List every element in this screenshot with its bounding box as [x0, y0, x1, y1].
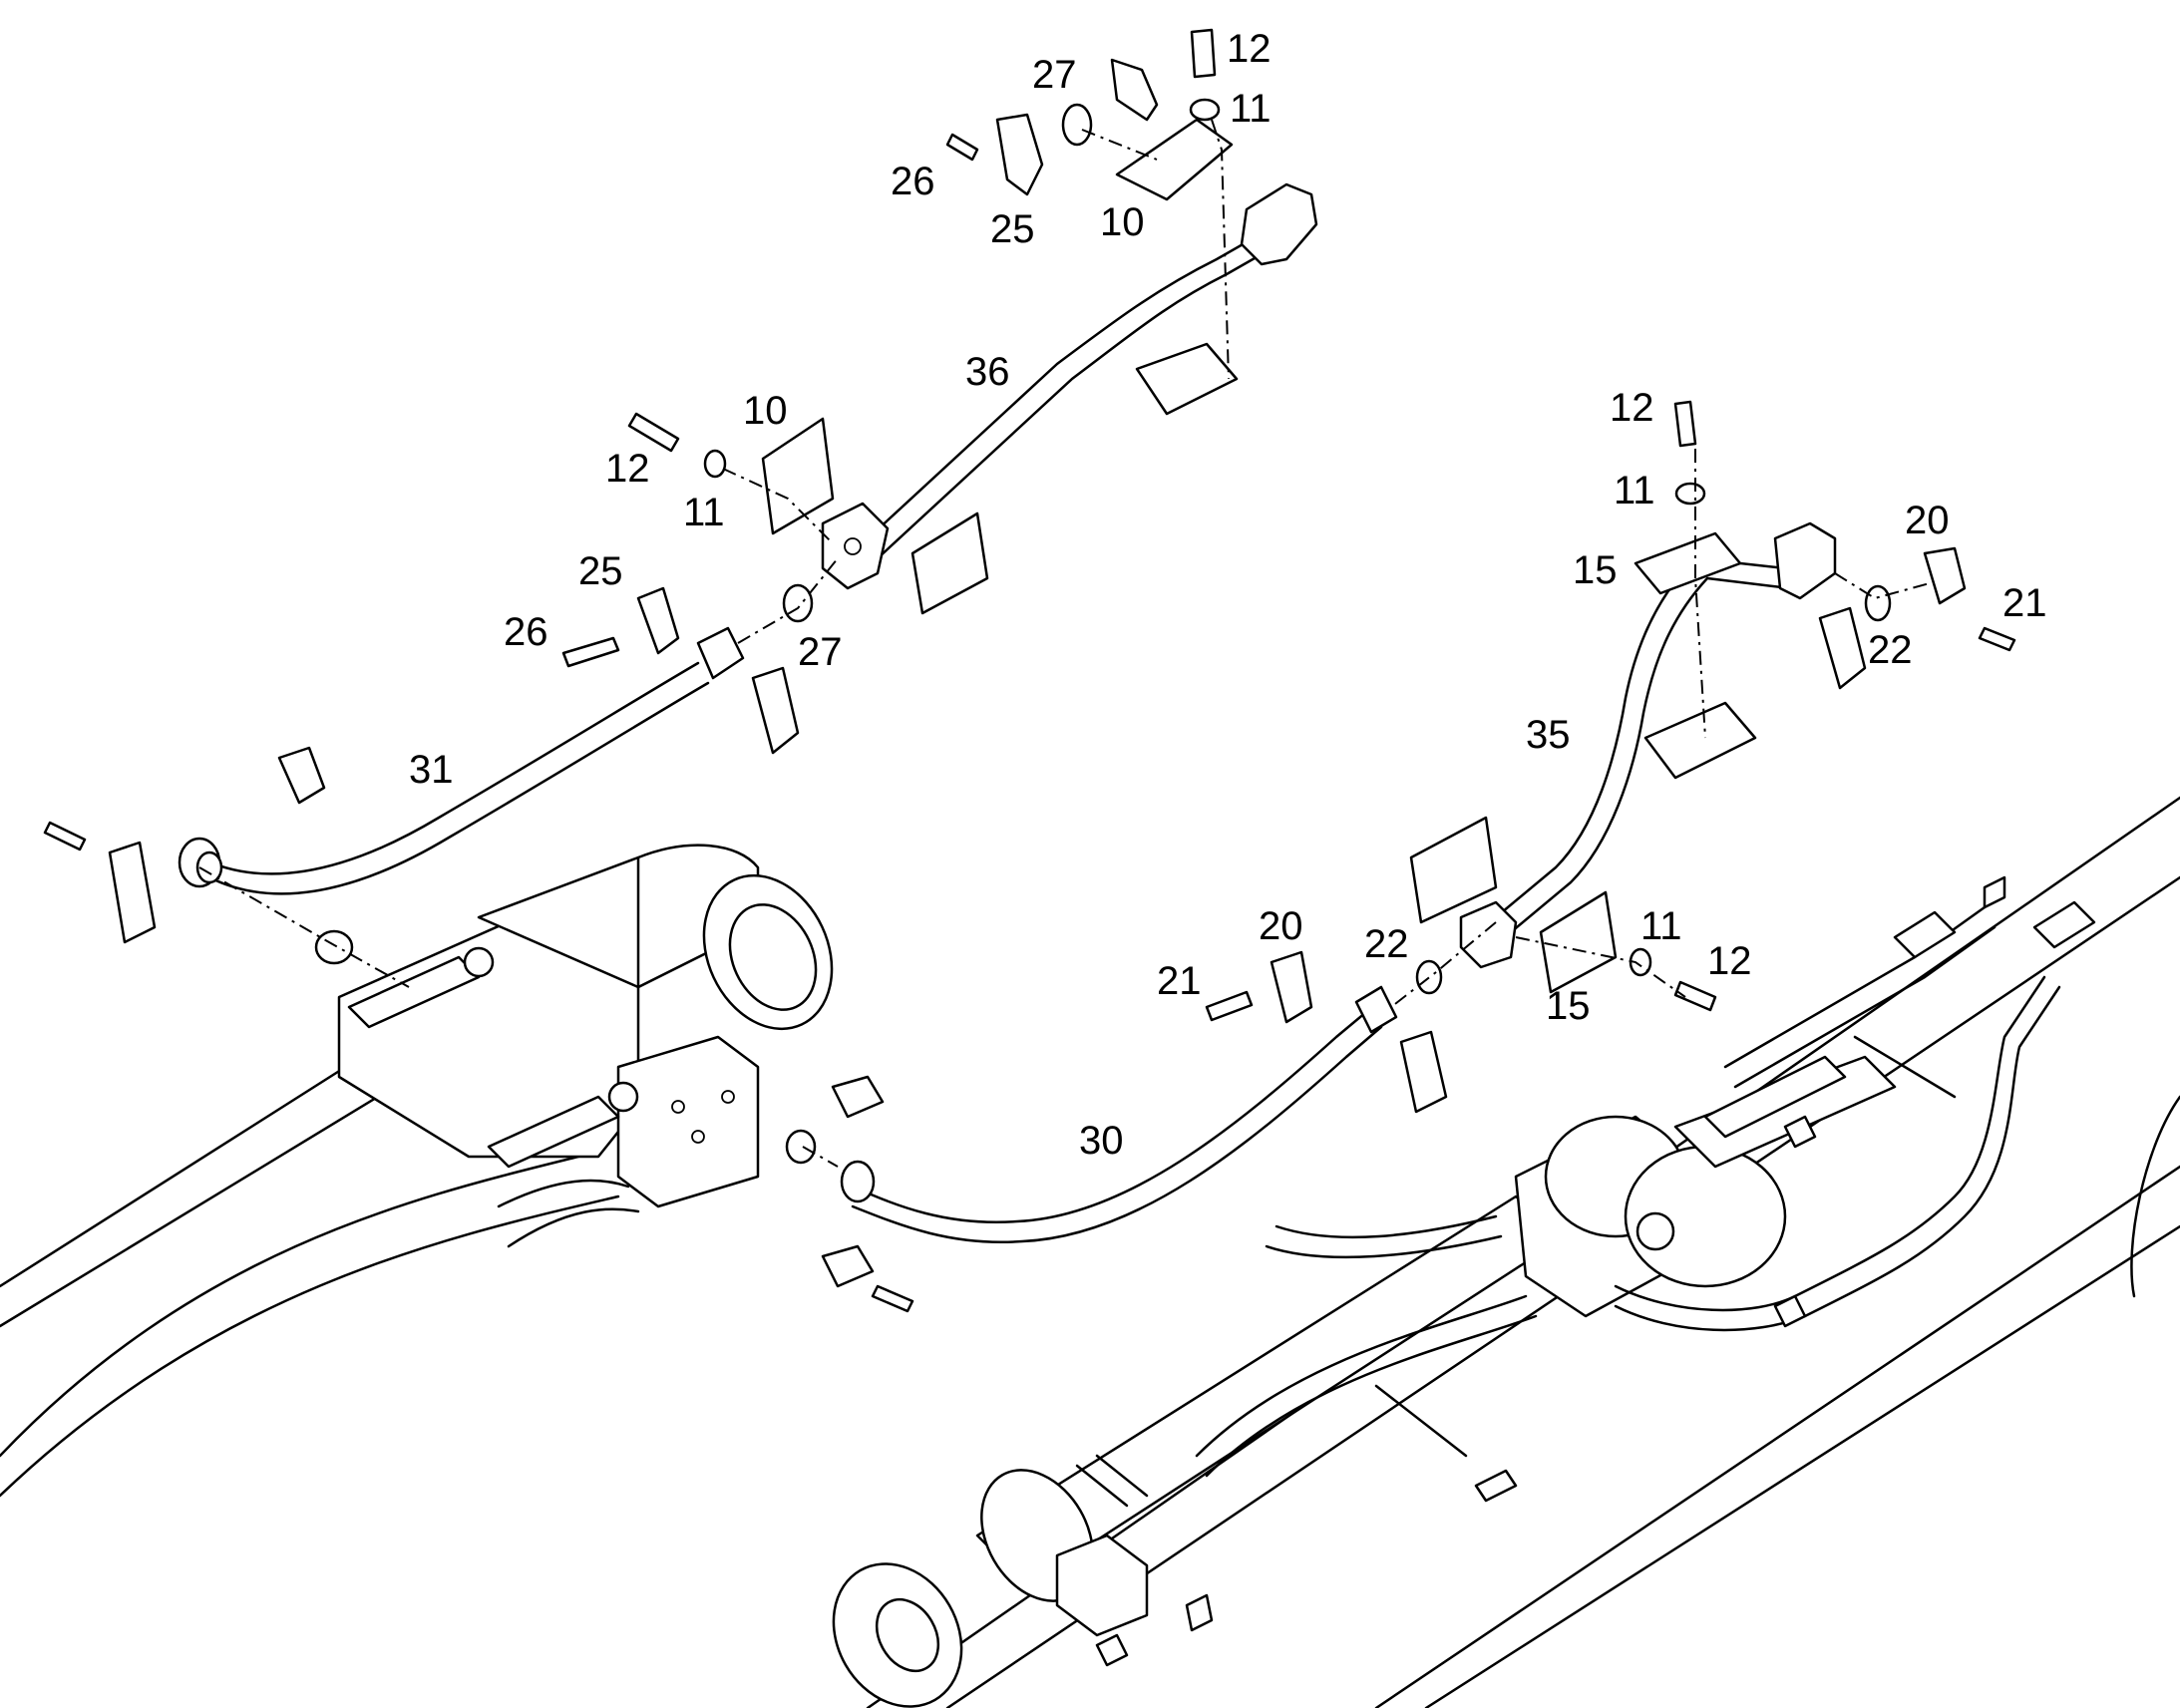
left-boom-assembly	[0, 844, 834, 1498]
callout-label: 35	[1526, 713, 1571, 757]
callout-label: 15	[1573, 548, 1618, 592]
part-number-callouts: 27 12 11 26 25 10 36 10 12 11 25 26 27 3…	[409, 27, 2047, 1163]
callout-label: 22	[1364, 922, 1409, 966]
callout-label: 10	[1100, 200, 1145, 244]
right-boom-assembly	[832, 796, 2180, 1708]
callout-label: 25	[990, 207, 1035, 251]
callout-label: 21	[2002, 581, 2047, 625]
callout-label: 22	[1868, 628, 1913, 672]
pipe-35	[1459, 521, 1837, 969]
callout-label: 30	[1079, 1119, 1124, 1163]
callout-label: 27	[1032, 53, 1077, 97]
callout-label: 15	[1546, 984, 1591, 1028]
pipe-36	[821, 182, 1318, 590]
callout-label: 11	[1614, 469, 1655, 512]
callout-label: 12	[1227, 27, 1272, 71]
callout-label: 12	[605, 447, 650, 491]
callout-label: 10	[743, 389, 788, 433]
hose-31	[178, 626, 745, 895]
callout-label: 27	[798, 630, 843, 674]
callout-label: 25	[578, 549, 623, 593]
callout-label: 12	[1610, 386, 1654, 430]
callout-label: 11	[1640, 904, 1682, 948]
callout-label: 20	[1259, 904, 1303, 948]
clamp-brackets	[761, 118, 1757, 994]
callout-label: 11	[1230, 87, 1272, 131]
callout-label: 36	[965, 350, 1010, 394]
callout-label: 31	[409, 748, 454, 792]
hardware-parts	[43, 28, 2016, 1313]
callout-label: 20	[1905, 499, 1950, 542]
callout-label: 21	[1157, 959, 1202, 1003]
callout-label: 26	[891, 160, 935, 203]
hose-30	[840, 985, 1398, 1243]
callout-label: 26	[504, 610, 548, 654]
callout-label: 11	[683, 491, 725, 534]
assembly-centerlines	[198, 119, 1931, 1168]
callout-label: 12	[1707, 939, 1752, 983]
